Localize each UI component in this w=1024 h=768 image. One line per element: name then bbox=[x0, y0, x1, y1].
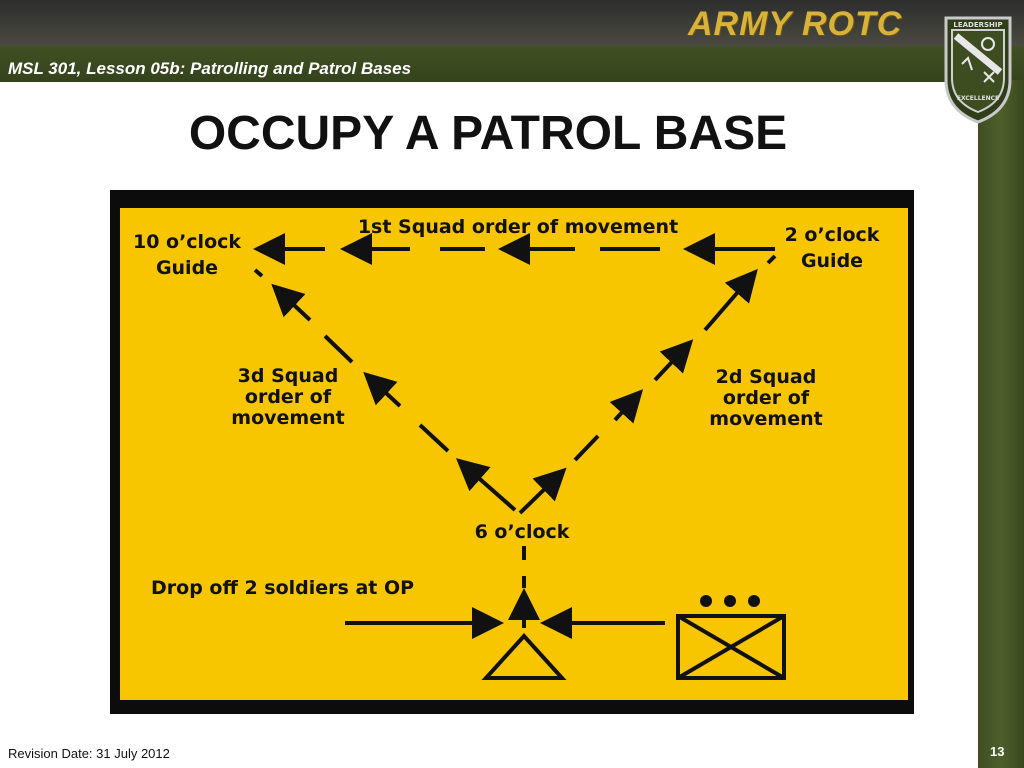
right-side-strip bbox=[978, 80, 1024, 768]
second-squad-label-2: order of bbox=[723, 387, 810, 409]
emblem-top-text: LEADERSHIP bbox=[953, 21, 1002, 29]
third-squad-label-3: movement bbox=[231, 407, 344, 429]
emblem-bottom-text: EXCELLENCE bbox=[957, 95, 999, 102]
diagram-frame: 10 o’clock Guide 2 o’clock Guide 1st Squ… bbox=[110, 190, 914, 714]
third-squad-route bbox=[253, 268, 517, 512]
ten-oclock-label: 10 o’clock bbox=[133, 231, 241, 253]
op-triangle-icon bbox=[481, 633, 567, 680]
second-squad-route bbox=[518, 254, 777, 515]
ten-oclock-guide-label: Guide bbox=[156, 257, 218, 279]
first-squad-label: 1st Squad order of movement bbox=[358, 216, 678, 238]
rotc-emblem-icon: LEADERSHIP EXCELLENCE bbox=[944, 16, 1012, 124]
patrol-base-diagram: 10 o’clock Guide 2 o’clock Guide 1st Squ… bbox=[120, 208, 908, 700]
infantry-unit-icon bbox=[676, 595, 786, 680]
two-oclock-guide-label: Guide bbox=[801, 250, 863, 272]
third-squad-label-2: order of bbox=[245, 386, 332, 408]
drop-off-label: Drop off 2 soldiers at OP bbox=[151, 577, 414, 599]
page-number: 13 bbox=[990, 744, 1005, 759]
two-oclock-label: 2 o’clock bbox=[785, 224, 880, 246]
header-top-strip bbox=[0, 0, 1024, 46]
third-squad-label: 3d Squad bbox=[238, 365, 339, 387]
six-oclock-label: 6 o’clock bbox=[475, 521, 570, 543]
second-squad-label: 2d Squad bbox=[716, 366, 817, 388]
page-title: OCCUPY A PATROL BASE bbox=[188, 107, 788, 160]
brand-wordmark: ARMY ROTC bbox=[688, 5, 903, 43]
header-divider bbox=[0, 82, 978, 84]
revision-date: Revision Date: 31 July 2012 bbox=[8, 746, 170, 761]
lesson-title: MSL 301, Lesson 05b: Patrolling and Patr… bbox=[8, 59, 412, 78]
second-squad-label-3: movement bbox=[709, 408, 822, 430]
diagram-background bbox=[120, 208, 908, 700]
